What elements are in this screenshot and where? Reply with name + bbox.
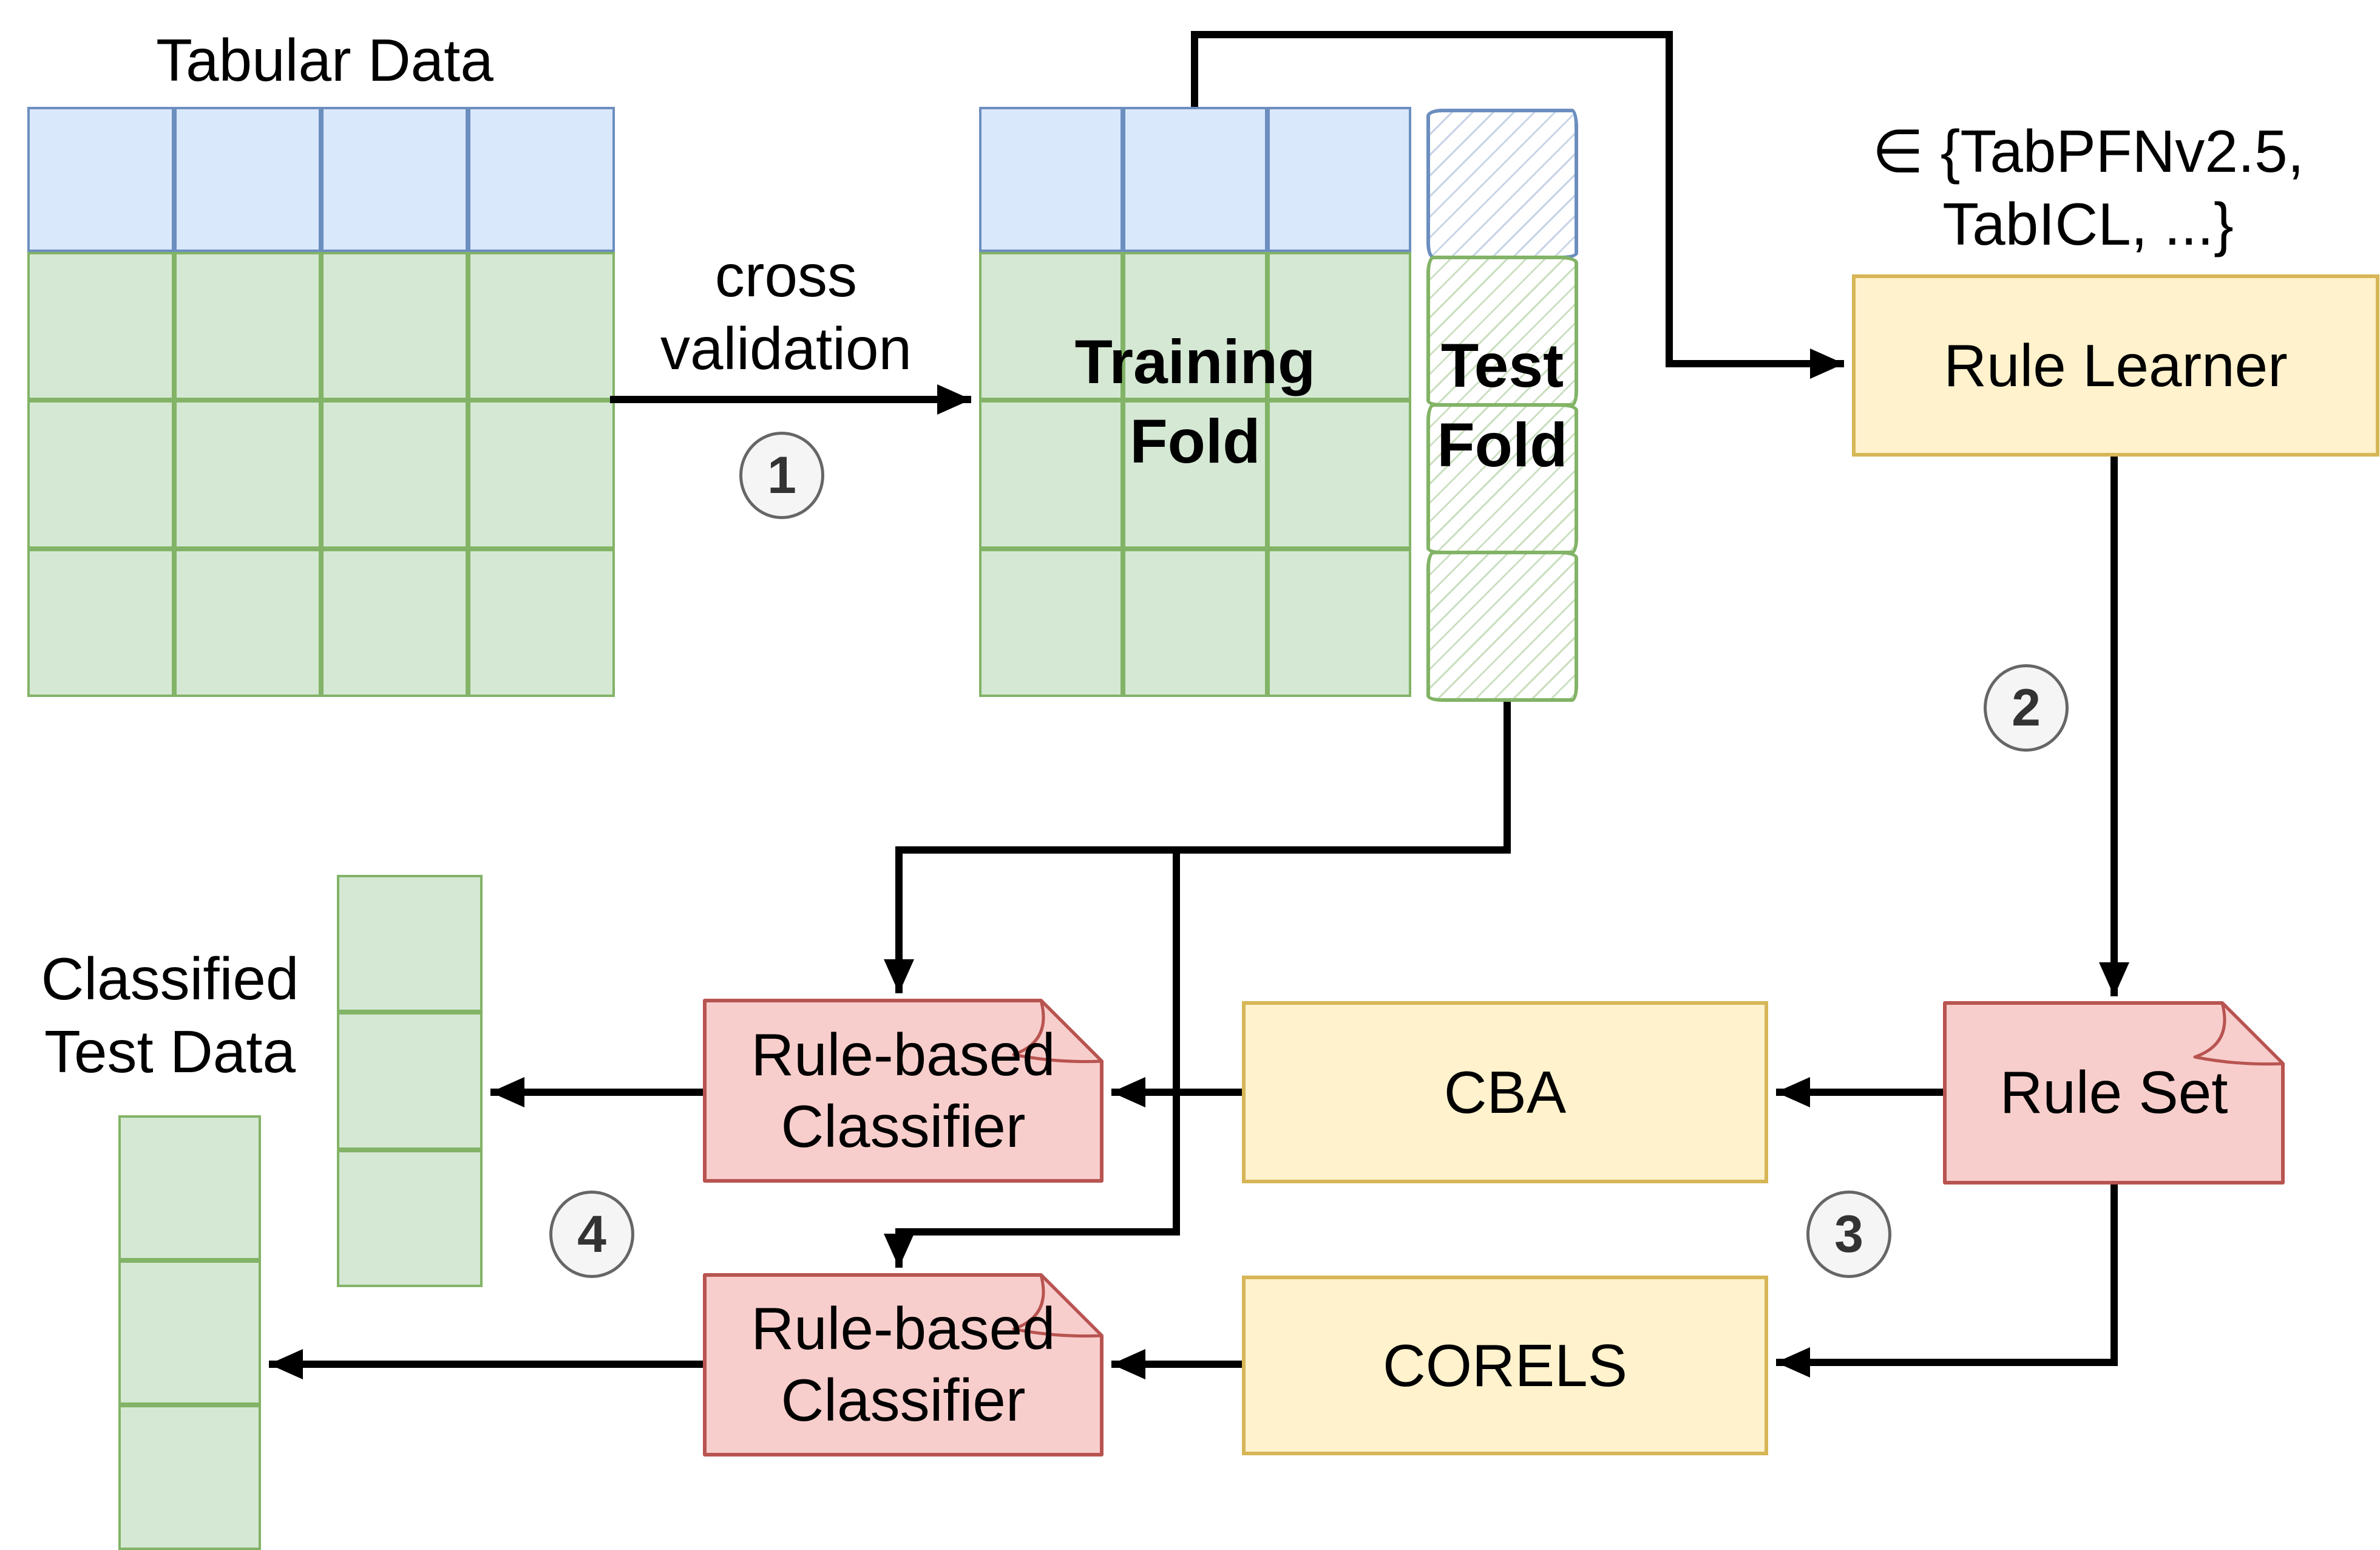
step-badge-4: 4: [549, 1191, 634, 1278]
rule-set-note: Rule Set: [1943, 1001, 2285, 1185]
table-header-cell: [468, 107, 615, 252]
table-cell: [1267, 548, 1411, 697]
table-cell: [321, 548, 468, 697]
page-title: Tabular Data: [156, 27, 493, 94]
table-cell: [118, 1260, 261, 1406]
table-cell: [979, 252, 1124, 401]
rule-based-classifier-note-top: Rule-based Classifier: [703, 999, 1104, 1183]
test-fold-label: Test Fold: [1437, 330, 1568, 480]
classified-test-data-label: Classified Test Data: [41, 945, 299, 1085]
table-cell: [1267, 400, 1411, 549]
table-cell: [27, 548, 174, 697]
table-cell: [174, 252, 321, 401]
classified-column-upper: [337, 875, 483, 1287]
table-cell: [468, 252, 615, 401]
tabular-data-table: [27, 107, 615, 697]
table-cell: [27, 400, 174, 549]
note-shape: [703, 1273, 1104, 1457]
table-cell: [979, 400, 1124, 549]
table-cell: [468, 400, 615, 549]
table-cell: [337, 875, 483, 1013]
training-fold-label: Training Fold: [1074, 327, 1316, 476]
step-badge-2: 2: [1984, 664, 2069, 752]
rule-learner-box: Rule Learner: [1852, 274, 2379, 457]
wire-testfold-to-classifier-top: [884, 702, 1511, 993]
table-header-cell: [979, 107, 1124, 252]
classified-column-lower: [118, 1115, 261, 1550]
table-header-cell: [27, 107, 174, 252]
rule-set-label: Rule Set: [1999, 1059, 2228, 1126]
table-cell: [337, 1149, 483, 1287]
rule-based-classifier-label: Rule-based Classifier: [751, 1021, 1056, 1160]
rule-based-classifier-label: Rule-based Classifier: [751, 1295, 1056, 1433]
table-cell: [174, 548, 321, 697]
cba-box: CBA: [1242, 1001, 1768, 1183]
corels-box: CORELS: [1242, 1276, 1768, 1455]
table-cell: [174, 400, 321, 549]
step-badge-3: 3: [1806, 1191, 1891, 1278]
table-cell: [321, 252, 468, 401]
table-header-cell: [174, 107, 321, 252]
step-badge-1: 1: [739, 432, 824, 519]
table-header-cell: [321, 107, 468, 252]
table-cell: [979, 548, 1124, 697]
test-fold-cell: [1426, 403, 1578, 554]
table-cell: [118, 1405, 261, 1550]
table-cell: [321, 400, 468, 549]
rule-learner-annotation: ∈ {TabPFNv2.5, TabICL, ...}: [1872, 118, 2304, 257]
table-cell: [337, 1012, 483, 1150]
cross-validation-label: cross validation: [660, 242, 912, 382]
table-cell: [468, 548, 615, 697]
table-cell: [27, 252, 174, 401]
table-cell: [1123, 400, 1267, 549]
table-cell: [1123, 548, 1267, 697]
rule-based-classifier-note-bottom: Rule-based Classifier: [703, 1273, 1104, 1457]
test-fold-cell: [1426, 551, 1578, 702]
note-shape: [1943, 1001, 2285, 1185]
table-cell: [118, 1115, 261, 1260]
